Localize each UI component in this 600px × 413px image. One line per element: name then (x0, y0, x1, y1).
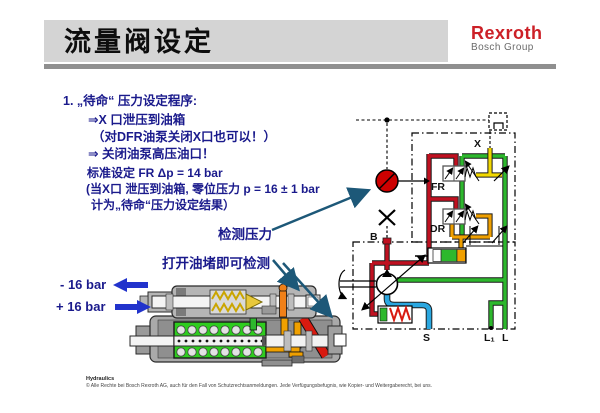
minus-16-bar-label: - 16 bar (60, 277, 107, 292)
control-lines-orange (449, 213, 493, 249)
plug-pointer-arrow-1 (272, 259, 300, 292)
port-label-l1: L₁ (484, 332, 495, 344)
annotation-arrows (271, 187, 372, 319)
footer-copyright: © Alle Rechte bei Bosch Rexroth AG, auch… (86, 383, 433, 389)
brand-group: Bosch Group (471, 41, 534, 53)
title-underline (44, 64, 556, 69)
procedure-step-2: ⇒ 关闭油泵高压油口！ (88, 147, 215, 161)
fr-valve-symbol (442, 160, 480, 182)
stroking-cylinder (415, 247, 467, 264)
port-label-dr: DR (430, 223, 446, 235)
port-label-fr: FR (431, 181, 445, 193)
gauge-pointer-arrow (271, 187, 372, 232)
plugged-port-b (378, 209, 396, 238)
yellow-spring (211, 289, 245, 302)
procedure-step-1: ⇒X 口泄压到油箱 (88, 113, 186, 127)
gauge-annotation: 检测压力 (218, 227, 272, 242)
orifice-symbols (462, 165, 510, 247)
plug-annotation: 打开油堵即可检测 (162, 256, 270, 271)
drain-lines-green (397, 153, 508, 329)
pump-block-boundary (352, 241, 516, 330)
valve-cross-section (129, 283, 347, 367)
pump-symbol (337, 254, 426, 311)
footer: Hydraulics © Alle Rechte bei Bosch Rexro… (86, 376, 432, 389)
plug-pointer-arrow-2 (282, 262, 334, 319)
test-port-symbol (488, 112, 508, 131)
procedure-step-note: （对DFR油泵关闭X口也可以！） (92, 130, 277, 144)
brand-name: Rexroth (471, 23, 543, 43)
dr-valve-symbol (442, 203, 480, 225)
standard-setting-2: (当X口 泄压到油箱, 零位压力 p = 16 ± 1 bar (86, 182, 320, 196)
rexroth-logo: Rexroth Bosch Group (471, 24, 543, 53)
standard-setting-1: 标准设定 FR Δp = 14 bar (87, 166, 223, 180)
port-label-s: S (423, 332, 430, 344)
x-port-line-yellow (476, 148, 502, 178)
pressure-gauge (375, 169, 430, 193)
l1-port-dot (489, 326, 493, 330)
plus-direction-arrow (115, 300, 151, 314)
pressure-direction-arrows (113, 278, 151, 314)
counter-piston (377, 304, 413, 324)
circuit-schematic: X FR DR B S L₁ L (337, 112, 516, 344)
page-title: 流量阀设定 (64, 27, 214, 57)
footer-department: Hydraulics (86, 376, 115, 382)
procedure-heading: 1. „待命“ 压力设定程序: (63, 94, 198, 108)
port-label-x: X (474, 138, 481, 150)
minus-direction-arrow (113, 278, 148, 292)
standard-setting-3: 计为„待命“压力设定结果） (91, 198, 236, 212)
title-bar: 流量阀设定 (44, 20, 448, 62)
plus-16-bar-label: + 16 bar (56, 299, 106, 314)
port-label-b: B (370, 231, 378, 243)
port-label-l: L (502, 332, 509, 344)
pilot-line (356, 112, 508, 169)
